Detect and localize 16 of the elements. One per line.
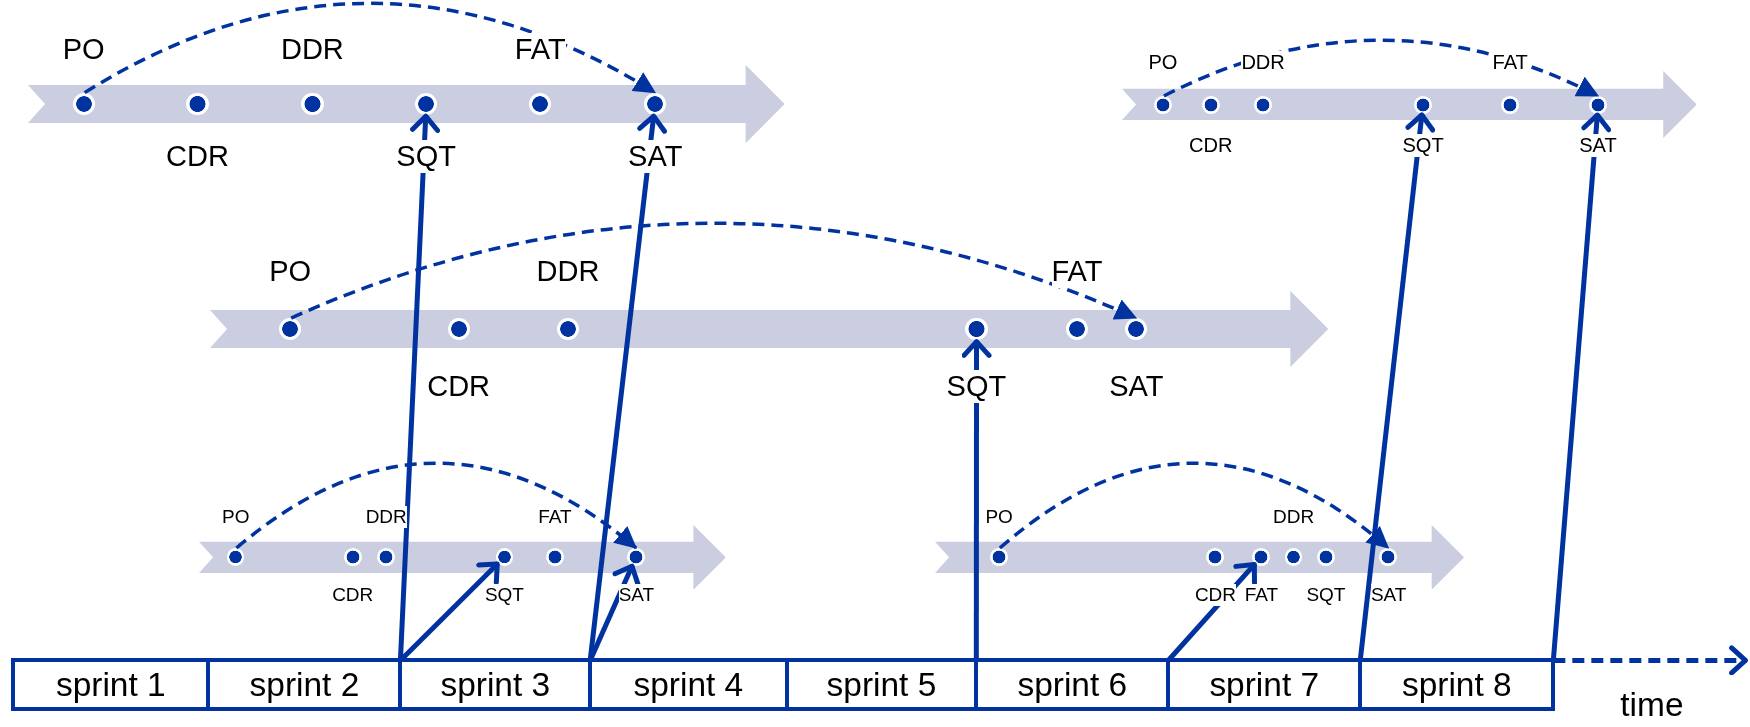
arrow bbox=[1550, 112, 1612, 661]
arrow bbox=[1553, 645, 1748, 676]
arrow bbox=[1357, 112, 1436, 661]
milestone-label: SAT bbox=[628, 139, 683, 174]
arrow bbox=[961, 339, 992, 661]
dashed-arrow bbox=[998, 461, 1390, 550]
milestone-label: DDR bbox=[365, 505, 407, 528]
axis-label: time bbox=[1620, 686, 1684, 725]
milestone-label: CDR bbox=[1194, 583, 1236, 606]
milestone-label: SQT bbox=[484, 583, 524, 606]
arrow bbox=[587, 113, 667, 661]
arrow bbox=[397, 113, 441, 661]
milestone-label: SQT bbox=[396, 139, 456, 174]
milestone-label: SQT bbox=[1402, 133, 1444, 157]
milestone-label: SAT bbox=[1579, 133, 1617, 157]
milestone-label: SQT bbox=[946, 369, 1007, 403]
